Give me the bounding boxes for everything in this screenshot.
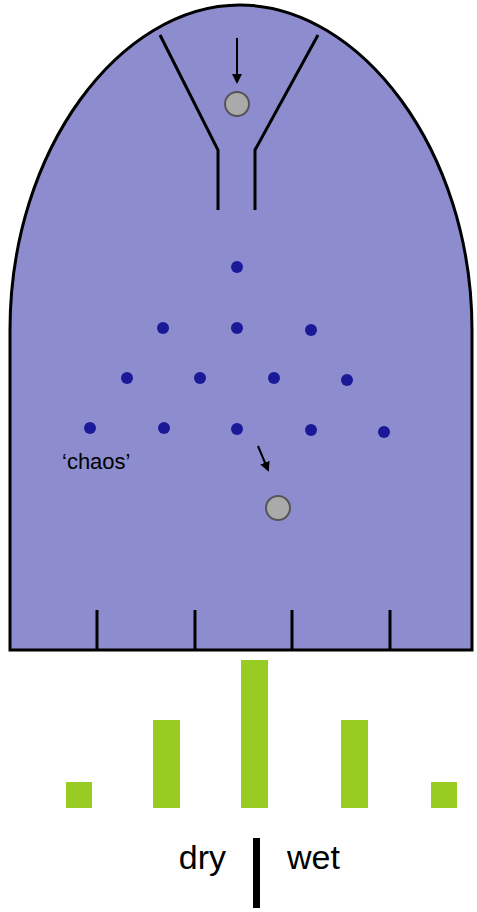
board-outline [10,5,472,650]
pegs [84,261,390,438]
bounce-arrow [258,446,268,470]
axis-label: wet [287,840,340,874]
ball [266,496,290,520]
ball [225,92,249,116]
divider-bar [253,838,260,908]
drop-arrow [236,38,238,82]
histogram-bars [66,660,457,808]
funnel [160,35,318,210]
axis-label: dry [179,840,226,874]
annotation-label: ‘chaos’ [62,451,130,473]
bin-dividers [97,610,390,650]
